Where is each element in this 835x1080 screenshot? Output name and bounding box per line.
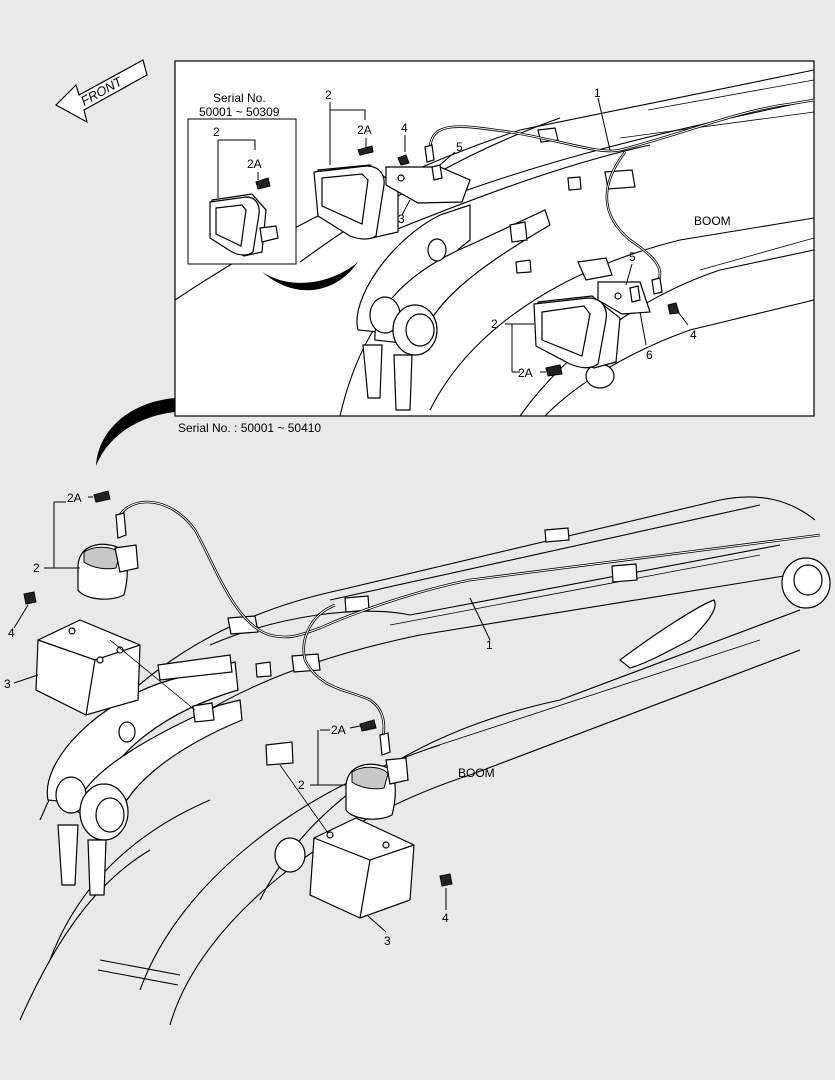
main-callout-1: 1 [486,638,493,652]
inset-pointer [96,398,175,466]
front-arrow: FRONT [55,59,148,124]
serial-box-title-line1: Serial No. [213,91,266,105]
serial-box-title-line2: 50001 ~ 50309 [199,105,280,119]
subbox-pointer [262,262,358,291]
main-callout-2a-mid: 2A [331,723,346,737]
inset-work-lamp-right [533,257,680,377]
main-labels: BOOM 1 2A 2 4 3 2A 2 4 3 [4,491,495,948]
main-boom [19,496,831,1026]
main-callout-4-mid: 4 [442,911,449,925]
main-work-lamp-mid [309,719,453,919]
inset-callout-5-top: 5 [456,140,463,154]
inset-callout-4-top: 4 [401,121,408,135]
serial-caption: Serial No. : 50001 ~ 50410 [178,421,321,435]
inset-labels: Serial No. 50001 ~ 50309 Serial No. : 50… [178,86,731,435]
main-boom-label: BOOM [458,766,495,780]
inset-wire-harness [428,98,815,286]
inset-leaders [217,97,689,373]
inset-callout-5-right: 5 [629,250,636,264]
main-callout-4-left: 4 [8,626,15,640]
inset-callout-1: 1 [594,86,601,100]
inset-boom-label: BOOM [694,214,731,228]
inset-callout-6-right: 6 [646,348,653,362]
main-leaders [13,496,491,933]
inset-callout-2-box: 2 [213,125,220,139]
main-callout-2a-left: 2A [67,491,82,505]
main-work-lamp-left [23,490,141,716]
inset-callout-2-right: 2 [491,317,498,331]
main-callout-3-left: 3 [4,677,11,691]
main-wire-harness [116,500,821,741]
inset-callout-2a-top: 2A [357,123,372,137]
inset-callout-3-top: 3 [398,212,405,226]
inset-work-lamp-top [313,144,471,240]
main-callout-2-mid: 2 [298,778,305,792]
inset-callout-2a-box: 2A [247,157,262,171]
inset-callout-4-right: 4 [690,328,697,342]
main-callout-3-mid: 3 [384,934,391,948]
main-callout-2-left: 2 [33,561,40,575]
inset-callout-2a-right: 2A [518,366,533,380]
inset-callout-2-top: 2 [325,88,332,102]
inset-boom [174,69,815,417]
serial-subbox [187,118,297,265]
